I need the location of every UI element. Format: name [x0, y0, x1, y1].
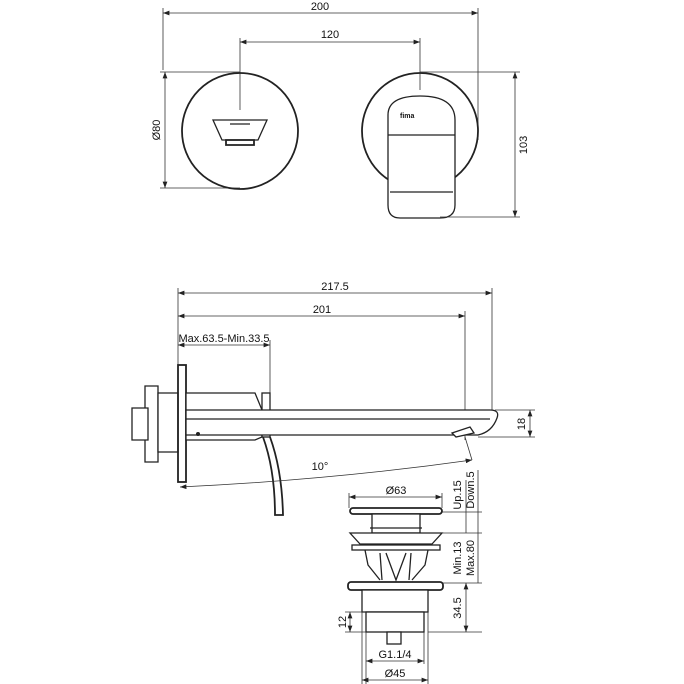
- dim-200-label: 200: [311, 1, 329, 13]
- aerator: [450, 426, 476, 438]
- dim-max-label: Max.80: [465, 540, 477, 576]
- waste-cage: [364, 549, 429, 582]
- dim-min-label: Min.13: [452, 541, 464, 574]
- waste-cap: [349, 507, 443, 515]
- dim-thread-label: G1.1/4: [378, 649, 411, 661]
- dim-d63-label: Ø63: [386, 485, 407, 497]
- dim-d80-label: Ø80: [151, 120, 163, 141]
- lever-handle: [262, 436, 284, 516]
- dim-down-label: Down.5: [465, 471, 477, 508]
- waste-view: Ø63 Up.15 Down.5 Min.13 Max.80 34.5 12 G…: [337, 470, 482, 684]
- dim-120-label: 120: [321, 29, 339, 41]
- angle-arc: [179, 458, 473, 490]
- side-wall-plate: [177, 364, 187, 483]
- pin: [386, 631, 402, 645]
- waste-flange: [348, 532, 444, 545]
- waste-body: [361, 589, 429, 613]
- mixer-handle: [387, 95, 456, 219]
- left-wall-plate: [181, 72, 299, 190]
- lower-flange: [347, 581, 444, 591]
- dim-up-label: Up.15: [452, 480, 464, 509]
- dim-12-label: 12: [337, 616, 349, 628]
- dim-wall-depth-label: Max.63.5-Min.33.5: [178, 333, 269, 345]
- front-view: 200 120 Ø80 fima 103: [151, 1, 530, 219]
- spout-outlet: [211, 119, 269, 141]
- spout: [185, 409, 499, 436]
- dim-d45-label: Ø45: [385, 668, 406, 680]
- dim-201-label: 201: [313, 304, 331, 316]
- dim-angle-label: 10°: [312, 461, 329, 473]
- thread: [365, 611, 425, 633]
- dim-217-5-label: 217.5: [321, 281, 349, 293]
- dim-103-label: 103: [518, 136, 530, 154]
- side-view: 217.5 201 Max.63.5-Min.33.5 10° 18: [131, 281, 535, 516]
- dim-34-5-label: 34.5: [452, 597, 464, 618]
- brand-logo: fima: [400, 113, 415, 120]
- dim-18-label: 18: [516, 418, 528, 430]
